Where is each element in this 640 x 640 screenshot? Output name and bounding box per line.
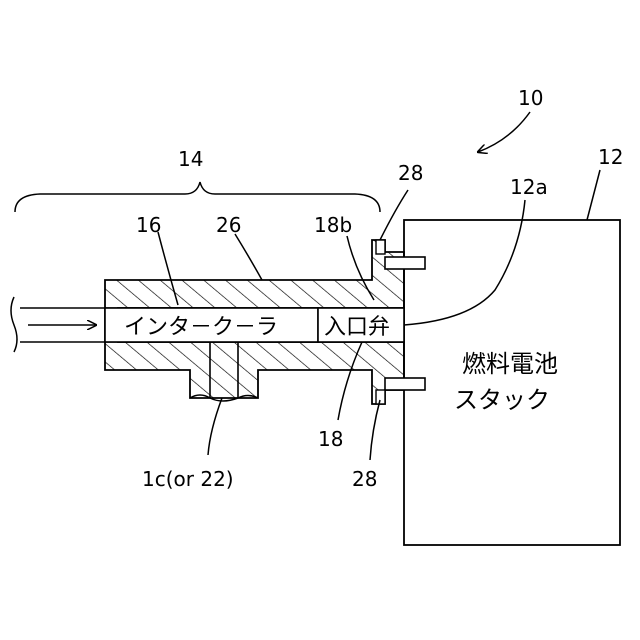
label-18b: 18b <box>314 213 352 237</box>
stack-label-line2: スタック <box>454 386 550 414</box>
label-14: 14 <box>178 147 203 171</box>
system-ref-arrow <box>478 112 530 152</box>
housing-leader <box>235 234 262 280</box>
label-28-top: 28 <box>398 161 423 185</box>
port-leader <box>208 398 222 455</box>
seal-top-inner <box>376 240 385 254</box>
pipe-break-line <box>11 297 17 352</box>
stack-label-line1: 燃料電池 <box>462 350 558 378</box>
seal-bottom-inner <box>376 390 385 404</box>
label-1c: 1c(or 22) <box>142 467 234 491</box>
stack-ref-leader <box>587 170 600 220</box>
section-brace <box>15 182 380 212</box>
fuel-cell-stack-body <box>404 220 620 545</box>
label-16: 16 <box>136 213 161 237</box>
label-28-bottom: 28 <box>352 467 377 491</box>
label-18: 18 <box>318 427 343 451</box>
intercooler-label: インタ－ク－ラ <box>124 315 278 340</box>
inlet-valve-label: 入口弁 <box>324 315 390 340</box>
seal-bottom <box>385 378 425 390</box>
seal-bottom-leader <box>370 400 380 460</box>
label-26: 26 <box>216 213 241 237</box>
label-10: 10 <box>518 86 543 110</box>
label-12a: 12a <box>510 175 548 199</box>
seal-top <box>385 257 425 269</box>
label-12: 12 <box>598 145 623 169</box>
